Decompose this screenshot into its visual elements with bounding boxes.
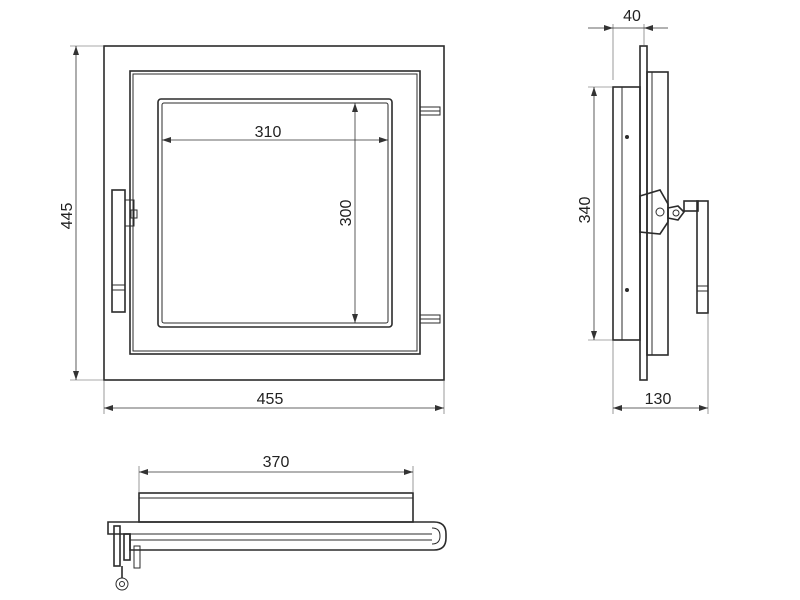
side-front-plate <box>639 45 648 381</box>
dim-side-total-depth: 130 <box>612 313 709 414</box>
bottom-body <box>138 492 414 523</box>
dim-glass-width: 310 <box>162 124 388 143</box>
front-outer-frame <box>103 45 445 381</box>
dim-side-top-depth: 40 <box>588 8 668 80</box>
label-front-width: 455 <box>257 391 284 408</box>
dim-bottom-width: 370 <box>138 454 414 493</box>
dim-glass-height: 300 <box>338 103 358 323</box>
bottom-door-plate <box>107 521 447 551</box>
label-side-top-depth: 40 <box>623 8 641 25</box>
side-handle <box>639 189 709 314</box>
side-body <box>612 86 641 341</box>
label-glass-width: 310 <box>255 124 282 141</box>
dim-front-width: 455 <box>103 380 445 414</box>
front-glass-window <box>157 98 393 328</box>
dim-front-height: 445 <box>59 45 104 381</box>
label-glass-height: 300 <box>338 200 355 227</box>
label-side-height: 340 <box>577 197 594 224</box>
label-bottom-width: 370 <box>263 454 290 471</box>
label-side-total-depth: 130 <box>645 391 672 408</box>
dim-side-height: 340 <box>577 86 613 341</box>
hinge-bottom <box>419 314 441 324</box>
side-view: 40 340 130 <box>577 8 709 414</box>
front-handle <box>111 189 138 313</box>
bottom-view: 370 <box>107 454 447 591</box>
label-front-height: 445 <box>59 203 76 230</box>
front-view: 310 300 445 455 <box>59 45 445 414</box>
front-door-panel <box>129 70 421 355</box>
hinge-top <box>419 106 441 116</box>
bottom-handle <box>113 525 141 591</box>
